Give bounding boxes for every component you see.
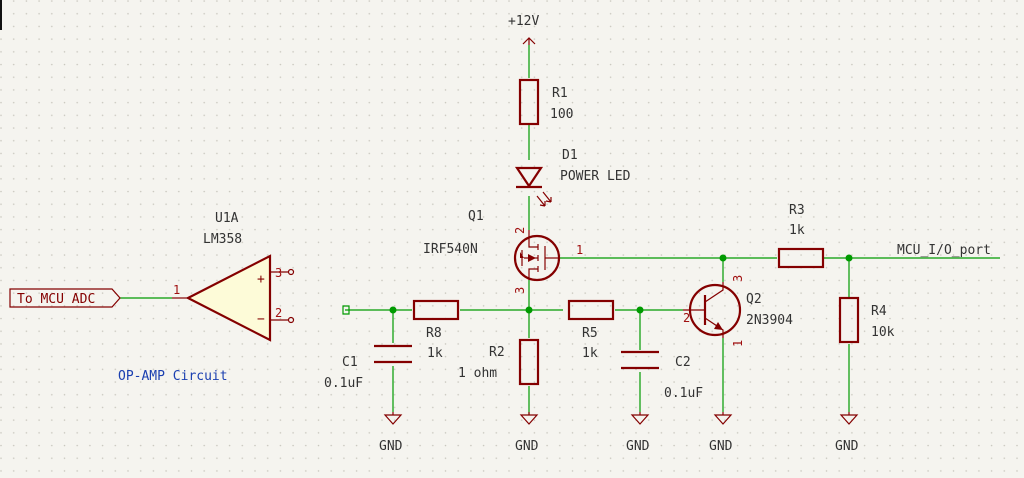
resistor-r2[interactable]: R2 1 ohm: [458, 338, 540, 386]
junction-dot: [389, 306, 397, 314]
capacitor-c2[interactable]: C2 0.1uF: [621, 350, 703, 401]
opamp-plus-sign: +: [257, 272, 265, 287]
resistor-r3[interactable]: R3 1k: [777, 203, 825, 269]
led-d1[interactable]: D1 POWER LED: [514, 148, 631, 207]
q2-value: 2N3904: [746, 313, 793, 328]
gnd-label: GND: [835, 439, 859, 454]
junctions: [389, 254, 853, 314]
d1-ref: D1: [562, 148, 578, 163]
resistor-r4[interactable]: R4 10k: [838, 296, 895, 344]
gnd-c2[interactable]: GND: [626, 412, 650, 454]
opamp-pin-out: 1: [173, 283, 180, 297]
opamp-ref: U1A: [215, 211, 239, 226]
mosfet-q1[interactable]: Q1 IRF540N 2 1 3: [423, 209, 583, 294]
opamp-circuit-note: OP-AMP Circuit: [118, 369, 228, 384]
junction-dot: [845, 254, 853, 262]
r1-ref: R1: [552, 86, 568, 101]
power-12v[interactable]: +12V: [508, 14, 539, 45]
r8-ref: R8: [426, 326, 442, 341]
opamp-pin-minus: 2: [275, 306, 282, 320]
q1-pin-s: 3: [513, 287, 527, 294]
transistor-q2[interactable]: Q2 2N3904 3 2 1: [683, 275, 793, 347]
c2-ref: C2: [675, 355, 691, 370]
resistor-r1[interactable]: R1 100: [518, 78, 573, 126]
c1-value: 0.1uF: [324, 376, 363, 391]
r2-ref: R2: [489, 345, 505, 360]
capacitor-c1[interactable]: C1 0.1uF: [324, 344, 412, 391]
gnd-q2[interactable]: GND: [709, 412, 733, 454]
q2-pin-e: 1: [731, 340, 745, 347]
gnd-c1[interactable]: GND: [379, 412, 403, 454]
r1-value: 100: [550, 107, 573, 122]
r2-value: 1 ohm: [458, 366, 497, 381]
junction-dot: [525, 306, 533, 314]
mcu-io-label: MCU_I/O_port: [897, 243, 991, 258]
gnd-label: GND: [515, 439, 539, 454]
q2-ref: Q2: [746, 292, 762, 307]
q2-pin-b: 2: [683, 311, 690, 325]
gnd-r4[interactable]: GND: [835, 412, 859, 454]
r8-value: 1k: [427, 346, 443, 361]
q1-value: IRF540N: [423, 242, 478, 257]
opamp-u1a[interactable]: + − 1 3 2 U1A LM358: [172, 211, 295, 342]
q2-pin-c: 3: [731, 275, 745, 282]
gnd-label: GND: [709, 439, 733, 454]
power-12v-label: +12V: [508, 14, 539, 29]
r3-value: 1k: [789, 223, 805, 238]
q1-pin-d: 2: [513, 227, 527, 234]
gnd-r2[interactable]: GND: [515, 412, 539, 454]
opamp-pin-plus: 3: [275, 266, 282, 280]
junction-dot: [719, 254, 727, 262]
mcu-adc-label: To MCU ADC: [17, 292, 95, 307]
d1-value: POWER LED: [560, 169, 631, 184]
opamp-value: LM358: [203, 232, 242, 247]
junction-dot: [636, 306, 644, 314]
resistor-r5[interactable]: R5 1k: [567, 299, 615, 361]
wires: [120, 45, 1000, 415]
r4-value: 10k: [871, 325, 895, 340]
r3-ref: R3: [789, 203, 805, 218]
label-mcu-adc[interactable]: To MCU ADC: [9, 288, 121, 308]
gnd-label: GND: [626, 439, 650, 454]
opamp-minus-sign: −: [257, 312, 265, 327]
q1-ref: Q1: [468, 209, 484, 224]
q1-pin-g: 1: [576, 243, 583, 257]
r5-value: 1k: [582, 346, 598, 361]
gnd-label: GND: [379, 439, 403, 454]
resistor-r8[interactable]: R8 1k: [412, 299, 460, 361]
r5-ref: R5: [582, 326, 598, 341]
r4-ref: R4: [871, 304, 887, 319]
label-mcu-io[interactable]: MCU_I/O_port: [897, 243, 991, 258]
c2-value: 0.1uF: [664, 386, 703, 401]
c1-ref: C1: [342, 355, 358, 370]
